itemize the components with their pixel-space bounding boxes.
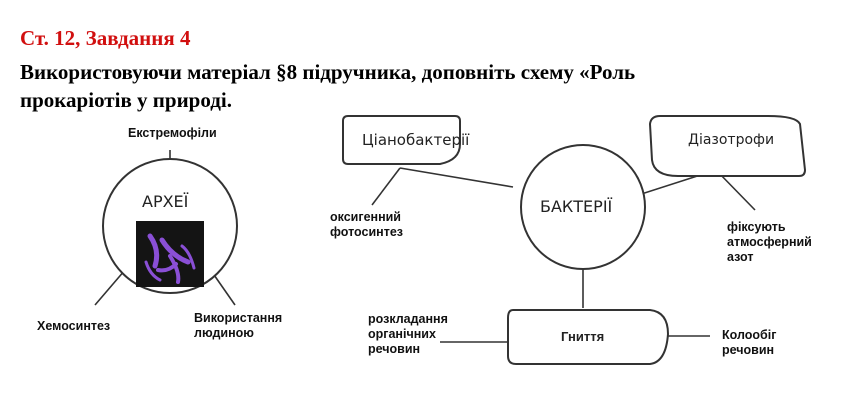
cyanobacteria-note-line2: фотосинтез (330, 225, 403, 239)
task-instruction-line2: прокаріотів у природі. (20, 88, 232, 112)
task-reference: Ст. 12, Завдання 4 (20, 26, 191, 50)
decay-label: Гниття (561, 329, 605, 344)
decay-right-line2: речовин (722, 343, 775, 357)
archaea-human-use-line2: людиною (194, 326, 254, 340)
archaea-cells (144, 233, 196, 284)
decay-right-note: Колообіг речовин (722, 328, 776, 358)
diazotrophs-box (648, 115, 807, 177)
cyanobacteria-label: Ціанобактерії (362, 131, 470, 149)
cyanobacteria-note-line1: оксигенний (330, 210, 401, 224)
archaea-human-use: Використання людиною (194, 311, 282, 341)
diazotrophs-note-line1: фіксують (727, 220, 786, 234)
connector-archaea-left (94, 269, 126, 306)
decay-right-line1: Колообіг (722, 328, 777, 342)
diazotrophs-note-line2: атмосферний (727, 235, 812, 249)
task-instruction-line1: Використовуючи матеріал §8 підручника, д… (20, 60, 636, 84)
connector-cyano (399, 167, 514, 188)
decay-left-line3: речовин (368, 342, 421, 356)
diazotrophs-note-line3: азот (727, 250, 754, 264)
archaea-human-use-line1: Використання (194, 311, 283, 325)
archaea-title: АРХЕЇ (142, 192, 189, 211)
connector-cyano-note (371, 167, 401, 206)
cyanobacteria-note: оксигенний фотосинтез (330, 210, 403, 240)
bacteria-title: БАКТЕРІЇ (540, 197, 613, 216)
decay-left-line1: розкладання (368, 312, 448, 326)
task-instruction: Використовуючи матеріал §8 підручника, д… (20, 58, 840, 114)
diazotrophs-note: фіксують атмосферний азот (727, 220, 812, 265)
cyanobacteria-box (342, 115, 461, 165)
archaea-extremophiles: Екстремофіли (128, 126, 217, 140)
decay-left-line2: органічних (368, 327, 436, 341)
decay-left-note: розкладання органічних речовин (368, 312, 448, 357)
diazotrophs-label: Діазотрофи (688, 132, 775, 148)
archaea-chemosynthesis: Хемосинтез (37, 319, 111, 333)
decay-box (507, 309, 670, 365)
connector-archaea-right (211, 271, 236, 306)
bacteria-circle (520, 144, 646, 270)
